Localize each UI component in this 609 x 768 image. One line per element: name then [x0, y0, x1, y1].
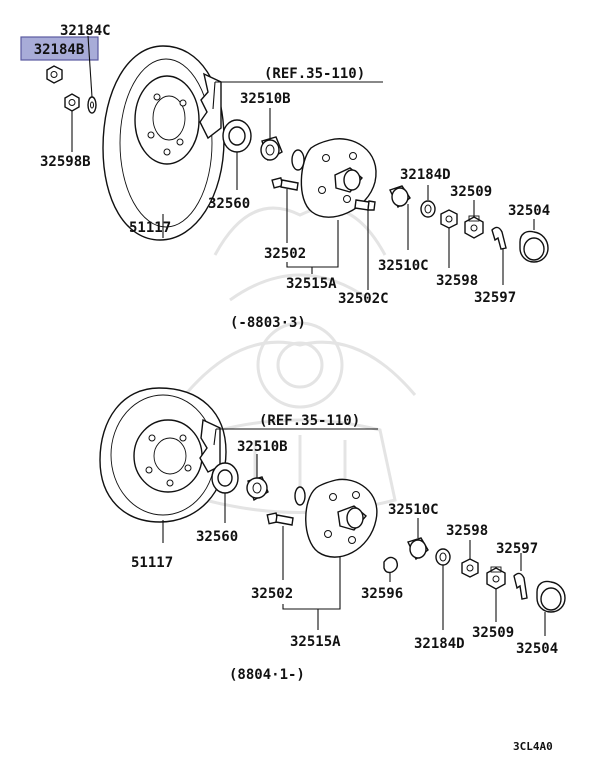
- label-32598b: 32598B: [40, 154, 91, 170]
- bottom-assembly: (REF.35-110) 32510B 32560 51117 32510C 3…: [99, 387, 566, 683]
- cotter-pin-32597-lower-part[interactable]: [513, 572, 528, 600]
- label-32504-lower: 32504: [516, 641, 558, 657]
- top-assembly: 32184C (REF.35-110) 32510B 32598B 32560 …: [40, 23, 550, 331]
- brake-disc-51117-lower-part[interactable]: [99, 387, 227, 523]
- bearing-32510b-part[interactable]: [260, 136, 283, 162]
- nut-32184b-part[interactable]: [46, 65, 63, 84]
- highlight-text: 32184B: [34, 42, 85, 58]
- label-32596: 32596: [361, 586, 403, 602]
- nut-32598-part[interactable]: [440, 209, 458, 229]
- label-32597: 32597: [474, 290, 516, 306]
- brake-disc-51117-part[interactable]: [102, 45, 225, 241]
- label-32509: 32509: [450, 184, 492, 200]
- diagram-code: 3CL4A0: [513, 740, 553, 753]
- label-ref-35-110-lower: (REF.35-110): [259, 413, 360, 429]
- dust-shield-part[interactable]: [199, 72, 222, 140]
- lock-nut-32509-lower-part[interactable]: [486, 566, 506, 590]
- label-range-bottom: (8804·1-): [229, 667, 305, 683]
- bearing-32510b-lower-part[interactable]: [246, 476, 269, 502]
- label-51117: 51117: [129, 220, 171, 236]
- label-32504: 32504: [508, 203, 550, 219]
- label-32597-lower: 32597: [496, 541, 538, 557]
- hub-bolt-32502-lower-part[interactable]: [266, 512, 294, 526]
- label-32560-lower: 32560: [196, 529, 238, 545]
- label-32502c: 32502C: [338, 291, 389, 307]
- washer-32184d-lower-part[interactable]: [435, 548, 451, 566]
- bearing-32510c-part[interactable]: [389, 185, 411, 209]
- label-32510b-lower: 32510B: [237, 439, 288, 455]
- cotter-pin-32597-part[interactable]: [491, 226, 507, 250]
- label-32598: 32598: [436, 273, 478, 289]
- label-ref-35-110: (REF.35-110): [264, 66, 365, 82]
- label-range-top: (-8803·3): [230, 315, 306, 331]
- lock-nut-32509-part[interactable]: [464, 215, 484, 239]
- hub-32515a-lower-part[interactable]: [294, 478, 378, 558]
- clip-32596-part[interactable]: [383, 556, 399, 574]
- label-32515a-lower: 32515A: [290, 634, 341, 650]
- oil-seal-32560-lower-part[interactable]: [211, 462, 239, 494]
- label-32509-lower: 32509: [472, 625, 514, 641]
- grease-cap-32504-lower-part[interactable]: [536, 580, 566, 613]
- washer-32184d-part[interactable]: [420, 200, 436, 218]
- watermark-emblem: [183, 206, 417, 514]
- label-32510c-lower: 32510C: [388, 502, 439, 518]
- nut-32184c-part[interactable]: [87, 96, 97, 114]
- label-32510c: 32510C: [378, 258, 429, 274]
- label-32598-lower: 32598: [446, 523, 488, 539]
- label-32184d: 32184D: [400, 167, 451, 183]
- hub-bolt-32502-part[interactable]: [271, 176, 299, 191]
- highlighted-part-label[interactable]: 32184B: [20, 36, 99, 61]
- nut-32598b-part[interactable]: [64, 93, 80, 112]
- label-32560: 32560: [208, 196, 250, 212]
- label-32515a: 32515A: [286, 276, 337, 292]
- hub-32515a-part[interactable]: [291, 138, 377, 218]
- nut-32598-lower-part[interactable]: [461, 558, 479, 578]
- label-32502-lower: 32502: [251, 586, 293, 602]
- label-51117-lower: 51117: [131, 555, 173, 571]
- oil-seal-32560-part[interactable]: [222, 119, 252, 153]
- label-32510b: 32510B: [240, 91, 291, 107]
- label-32184d-lower: 32184D: [414, 636, 465, 652]
- label-32502: 32502: [264, 246, 306, 262]
- bearing-32510c-lower-part[interactable]: [407, 537, 429, 561]
- grease-cap-32504-part[interactable]: [519, 230, 549, 263]
- hub-bolt-32502c-part[interactable]: [354, 199, 376, 211]
- label-32184c: 32184C: [60, 23, 111, 39]
